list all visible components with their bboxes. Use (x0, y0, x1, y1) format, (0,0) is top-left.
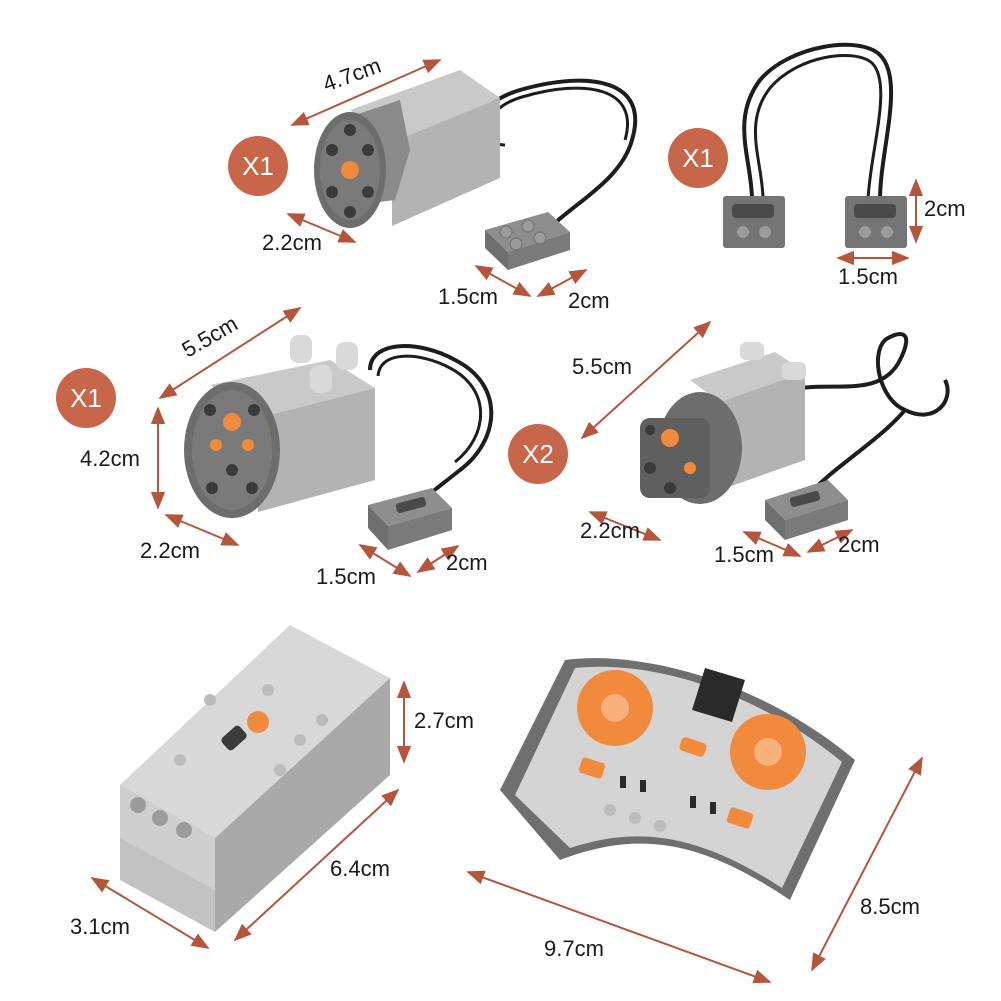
battery-box-icon (120, 625, 390, 932)
extension-cable-quantity-badge: X1 (668, 128, 728, 188)
xl-motor-width-label: 2.2cm (140, 538, 200, 563)
xl-motor-quantity-badge: X1 (56, 368, 116, 428)
extension-cable-icon (723, 42, 907, 248)
l-motor-quantity-badge: X2 (508, 424, 568, 484)
l-motor-plug-width-label: 1.5cm (714, 542, 774, 567)
l-motor-width-label: 2.2cm (580, 518, 640, 543)
l-motor-plug-height-label: 2cm (838, 532, 880, 557)
xl-motor-icon (184, 335, 494, 550)
remote-control-depth-label: 8.5cm (860, 894, 920, 919)
l-motor-dimension-lines (580, 320, 854, 557)
battery-box-dimension-lines (90, 680, 412, 949)
xl-motor-plug-width-label: 1.5cm (316, 564, 376, 589)
m-motor-quantity-badge: X1 (228, 136, 288, 196)
extension-cable-width-label: 1.5cm (838, 264, 898, 289)
battery-box-height-label: 2.7cm (414, 708, 474, 733)
remote-control-width-label: 9.7cm (544, 936, 604, 961)
xl-motor-dimension-lines (150, 307, 460, 577)
m-motor-icon (314, 70, 638, 270)
m-motor-width-label: 2.2cm (262, 230, 322, 255)
remote-control-icon (500, 658, 855, 900)
battery-box-width-label: 3.1cm (70, 914, 130, 939)
l-motor-length-label: 5.5cm (572, 354, 632, 379)
battery-box-length-label: 6.4cm (330, 856, 390, 881)
m-motor-plug-height-label: 2cm (568, 288, 610, 313)
remote-control-dimension-lines (466, 756, 923, 984)
xl-motor-plug-height-label: 2cm (446, 550, 488, 575)
xl-motor-height-label: 4.2cm (80, 446, 140, 471)
extension-cable-height-label: 2cm (924, 196, 966, 221)
extension-cable-dimension-lines (836, 178, 924, 266)
m-motor-plug-width-label: 1.5cm (438, 284, 498, 309)
l-motor-icon (640, 332, 950, 540)
m-motor-dimension-lines (286, 59, 588, 297)
